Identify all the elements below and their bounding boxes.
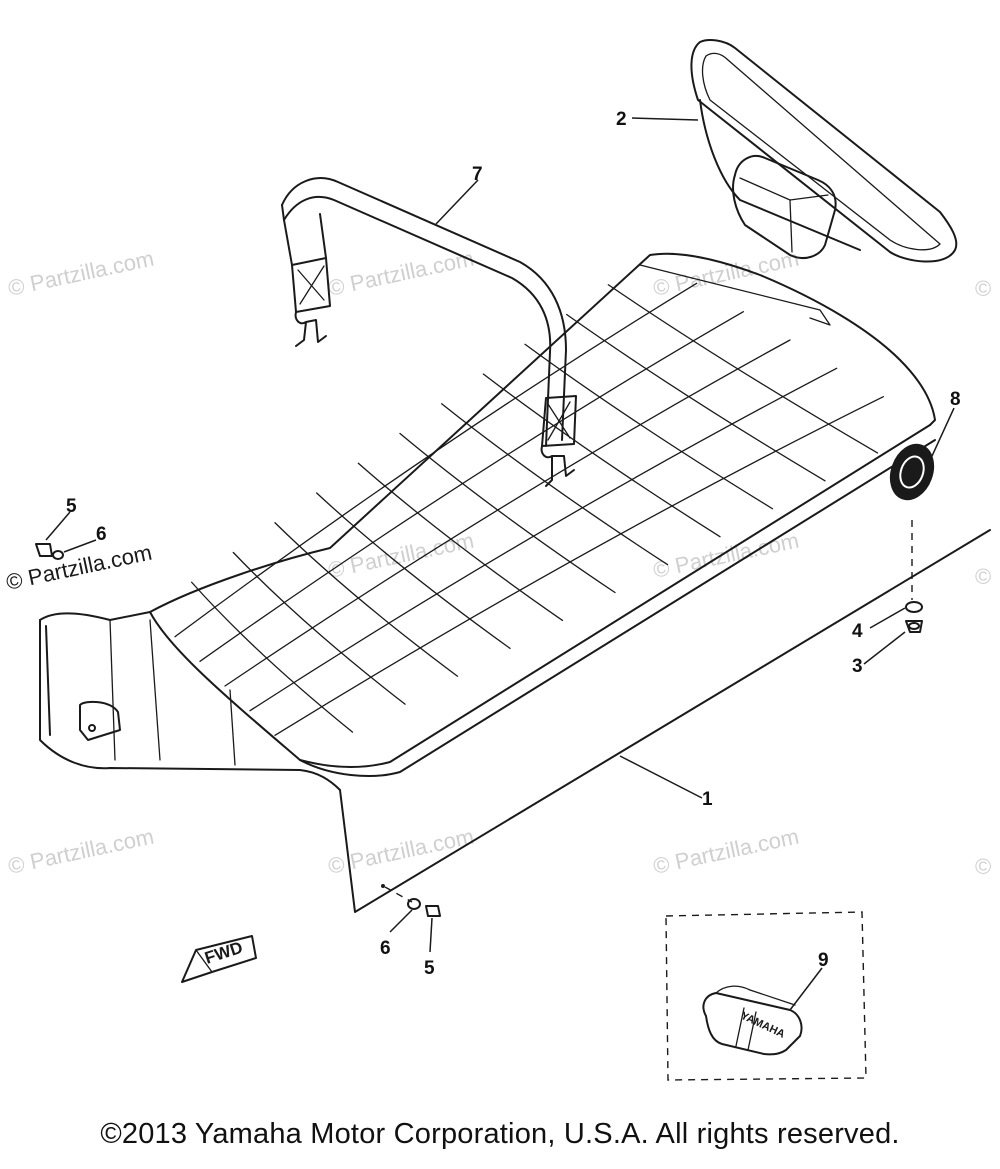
washer-and-nut (905, 601, 923, 633)
tool-bag-box: YAMAHA (665, 911, 867, 1081)
callout-6: 6 (96, 524, 107, 545)
bolt-and-collar-left (35, 543, 64, 560)
watermark-text: © Partzilla.com (651, 528, 801, 583)
watermark-fragment: © (975, 276, 991, 301)
seat-quilting (174, 282, 884, 736)
callout-3: 3 (852, 656, 863, 677)
watermark-fragment: © (975, 564, 991, 589)
copyright-notice: ©2013 Yamaha Motor Corporation, U.S.A. A… (100, 1118, 900, 1150)
seat-damper (889, 443, 935, 600)
backrest-cushion (690, 39, 958, 263)
seat-assembly (39, 252, 991, 913)
tool-bag-brand: YAMAHA (739, 1010, 787, 1041)
watermark-text-dark: © Partzilla.com (4, 540, 154, 595)
watermark-text: © Partzilla.com (6, 246, 156, 301)
callout-4: 4 (852, 621, 863, 642)
callout-5-front: 5 (424, 958, 435, 979)
callout-numbers: 1 2 3 4 5 6 7 8 9 5 6 (66, 109, 961, 979)
callout-5: 5 (66, 496, 77, 517)
callout-2: 2 (616, 109, 627, 130)
leader-lines (45, 117, 955, 1011)
callout-6-front: 6 (380, 938, 391, 959)
callout-9: 9 (818, 950, 829, 971)
fwd-arrow: FWD (181, 935, 257, 983)
watermark-fragment: © (975, 854, 991, 879)
watermarks: © Partzilla.com © Partzilla.com © Partzi… (4, 246, 991, 879)
bolt-and-collar-front (381, 884, 441, 917)
watermark-text: © Partzilla.com (326, 528, 476, 583)
seat-strap (281, 177, 577, 487)
watermark-text: © Partzilla.com (651, 824, 801, 879)
callout-1: 1 (702, 789, 713, 810)
watermark-text: © Partzilla.com (6, 824, 156, 879)
callout-8: 8 (950, 389, 961, 410)
watermark-text: © Partzilla.com (326, 246, 476, 301)
callout-7: 7 (472, 164, 483, 185)
